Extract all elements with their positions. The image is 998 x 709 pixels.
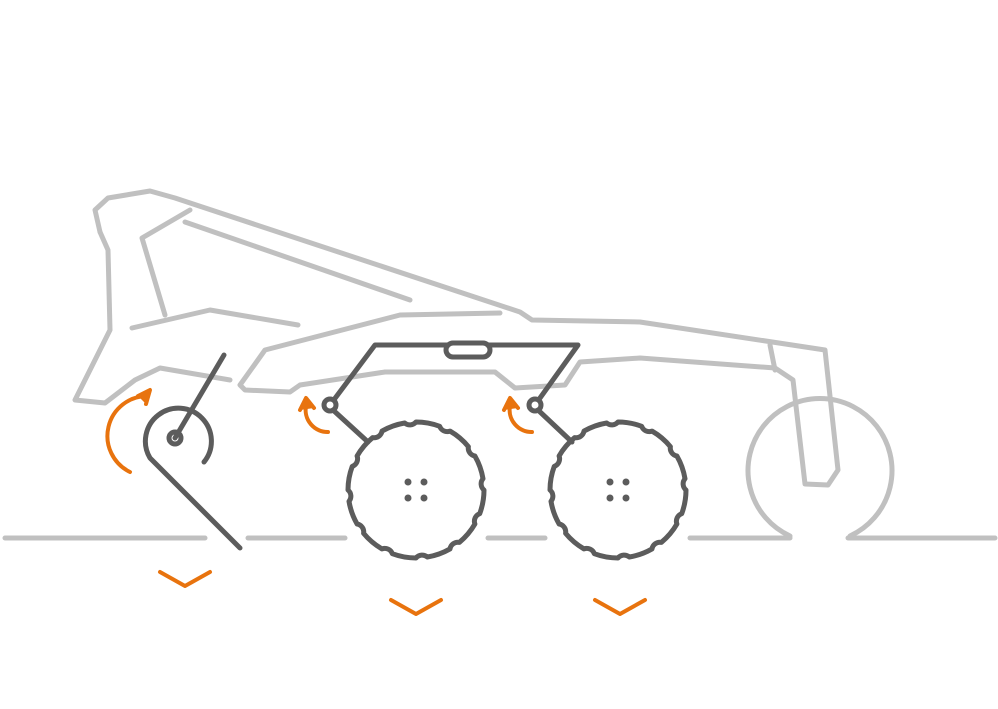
downward-chevron-icon: [593, 598, 647, 616]
roller-bolt: [622, 478, 630, 486]
depth-wheel: [745, 396, 895, 539]
roller-bolt: [622, 494, 630, 502]
downward-chevron-icon: [158, 570, 212, 588]
roller-bolt: [420, 494, 428, 502]
rotation-arrow-icon: [105, 388, 152, 474]
roller-linkage: [321, 340, 581, 445]
rotation-arrow-icon: [298, 396, 330, 435]
roller-bolt: [404, 478, 412, 486]
crumbler-roller: [547, 419, 689, 561]
roller-bolt: [606, 494, 614, 502]
crumbler-rollers: [345, 419, 689, 561]
roller-outline: [547, 419, 689, 561]
roller-bolt: [420, 478, 428, 486]
crumbler-roller: [345, 419, 487, 561]
rotation-arrow-icon: [502, 396, 534, 435]
implement-frame: [72, 188, 841, 488]
spring-tine: [142, 352, 243, 551]
roller-bolt: [606, 478, 614, 486]
downward-chevron-icon: [389, 598, 443, 616]
roller-bolt: [404, 494, 412, 502]
roller-outline: [345, 419, 487, 561]
